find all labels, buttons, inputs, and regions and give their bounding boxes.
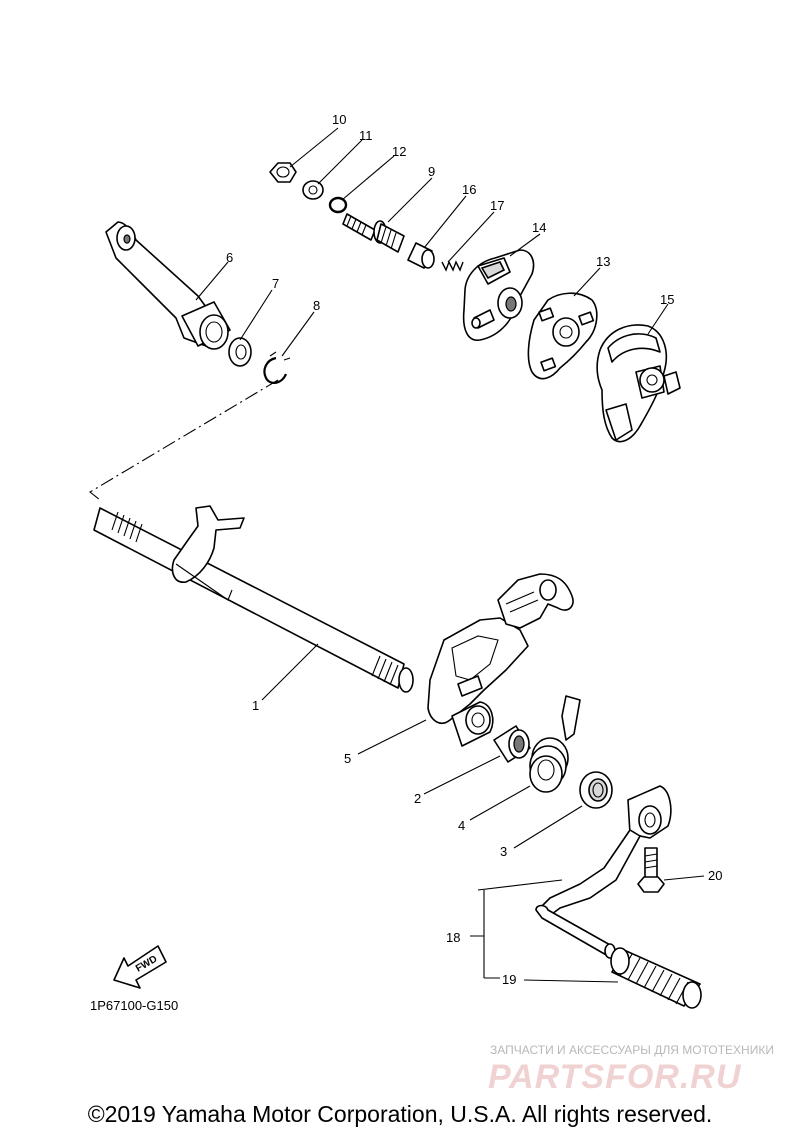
part-7-washer[interactable] xyxy=(228,337,252,367)
part-13-segment-plate[interactable] xyxy=(527,292,598,380)
part-14-stopper-lever[interactable] xyxy=(462,249,535,341)
callout-4: 4 xyxy=(458,818,465,833)
diagram-code: 1P67100-G150 xyxy=(90,998,178,1013)
part-18-shift-pedal[interactable] xyxy=(535,785,672,959)
callout-19: 19 xyxy=(502,972,516,987)
part-6-shift-arm[interactable] xyxy=(105,221,231,350)
callout-10: 10 xyxy=(332,112,346,127)
part-19-pedal-rubber[interactable] xyxy=(610,947,702,1009)
callout-11: 11 xyxy=(359,128,373,143)
part-16-collar[interactable] xyxy=(407,242,435,269)
callout-14: 14 xyxy=(532,220,546,235)
part-11-washer[interactable] xyxy=(302,180,324,200)
callout-9: 9 xyxy=(428,164,435,179)
callout-8: 8 xyxy=(313,298,320,313)
part-9-stud-bolt[interactable] xyxy=(342,213,405,253)
watermark-brand: PARTSFOR.RU xyxy=(488,1058,742,1096)
callout-20: 20 xyxy=(708,868,722,883)
callout-1: 1 xyxy=(252,698,259,713)
part-5-shift-lever[interactable] xyxy=(427,573,574,747)
part-12-o-ring[interactable] xyxy=(328,196,348,214)
callout-3: 3 xyxy=(500,844,507,859)
callout-7: 7 xyxy=(272,276,279,291)
callout-13: 13 xyxy=(596,254,610,269)
part-10-nut[interactable] xyxy=(269,162,297,183)
part-15-cam-segment[interactable] xyxy=(596,324,681,443)
callout-15: 15 xyxy=(660,292,674,307)
watermark-tagline: ЗАПЧАСТИ И АКСЕССУАРЫ ДЛЯ МОТОТЕХНИКИ xyxy=(490,1043,774,1057)
part-17-spring[interactable] xyxy=(441,260,464,272)
callout-5: 5 xyxy=(344,751,351,766)
fwd-arrow: FWD xyxy=(113,945,167,989)
part-2-bearing[interactable] xyxy=(493,725,531,763)
part-1-shift-shaft[interactable] xyxy=(93,505,414,693)
part-8-circlip[interactable] xyxy=(263,351,291,384)
callout-2: 2 xyxy=(414,791,421,806)
part-4-torsion-spring[interactable] xyxy=(529,695,581,793)
assembly-line xyxy=(89,379,279,501)
callout-labels: 1 2 3 4 5 6 7 8 9 10 11 12 13 14 15 16 1… xyxy=(226,112,722,987)
callout-6: 6 xyxy=(226,250,233,265)
callout-12: 12 xyxy=(392,144,406,159)
callout-16: 16 xyxy=(462,182,476,197)
callout-18: 18 xyxy=(446,930,460,945)
callout-17: 17 xyxy=(490,198,504,213)
part-20-bolt[interactable] xyxy=(637,847,665,893)
part-3-oil-seal[interactable] xyxy=(579,771,613,809)
leader-lines xyxy=(195,127,705,983)
copyright-notice: ©2019 Yamaha Motor Corporation, U.S.A. A… xyxy=(87,1101,713,1127)
